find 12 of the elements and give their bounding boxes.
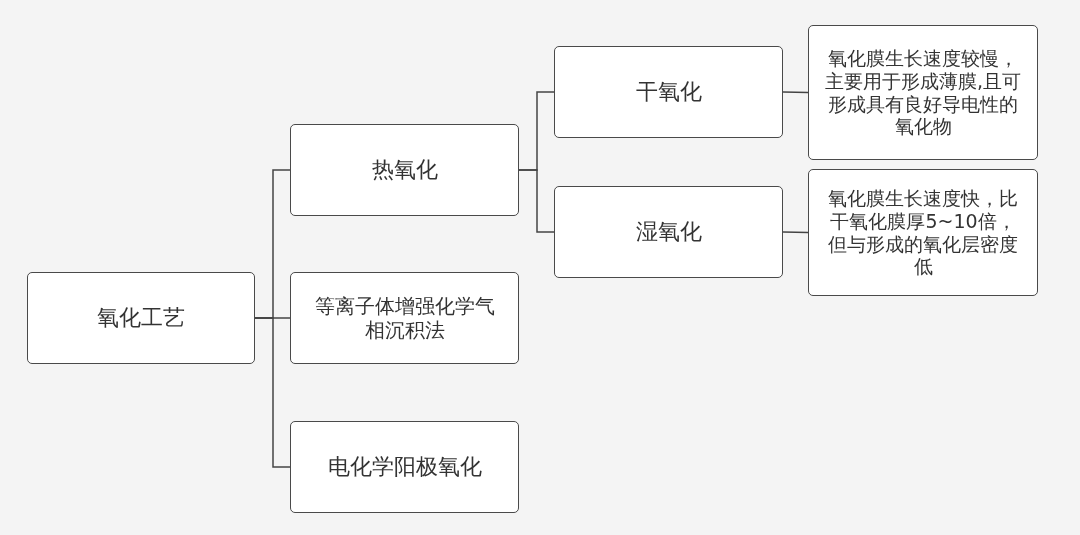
process-box: 热氧化 [290,124,519,216]
process-box: 氧化膜生长速度较慢，主要用于形成薄膜,且可形成具有良好导电性的氧化物 [808,25,1038,160]
connector-line [518,169,555,233]
process-box: 电化学阳极氧化 [290,421,519,513]
process-box: 等离子体增强化学气相沉积法 [290,272,519,364]
process-box: 氧化工艺 [27,272,255,364]
process-box: 干氧化 [554,46,783,138]
connector-line [254,317,291,468]
connector-line [782,231,809,234]
connector-line [782,91,809,94]
process-box: 氧化膜生长速度快，比干氧化膜厚5~10倍，但与形成的氧化层密度低 [808,169,1038,296]
process-box: 湿氧化 [554,186,783,278]
